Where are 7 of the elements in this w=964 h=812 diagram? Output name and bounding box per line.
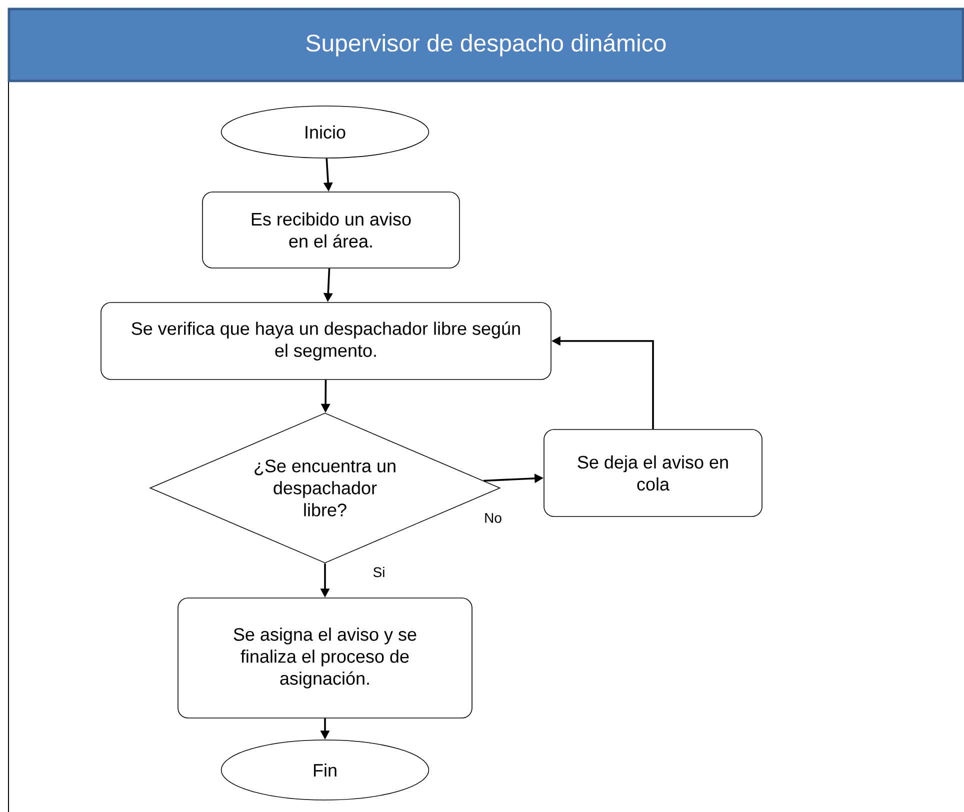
title-banner: Supervisor de despacho dinámico <box>8 8 964 82</box>
process-box: Se deja el aviso en cola <box>544 429 762 517</box>
edge-label: Si <box>372 566 386 578</box>
process-box: Se verifica que haya un despachador libre según el segmento. <box>100 302 552 380</box>
process-box: Es recibido un aviso en el área. <box>202 192 460 268</box>
edge-label: No <box>483 512 503 524</box>
process-box: Se asigna el aviso y se finaliza el proceso de asignación. <box>178 598 472 718</box>
